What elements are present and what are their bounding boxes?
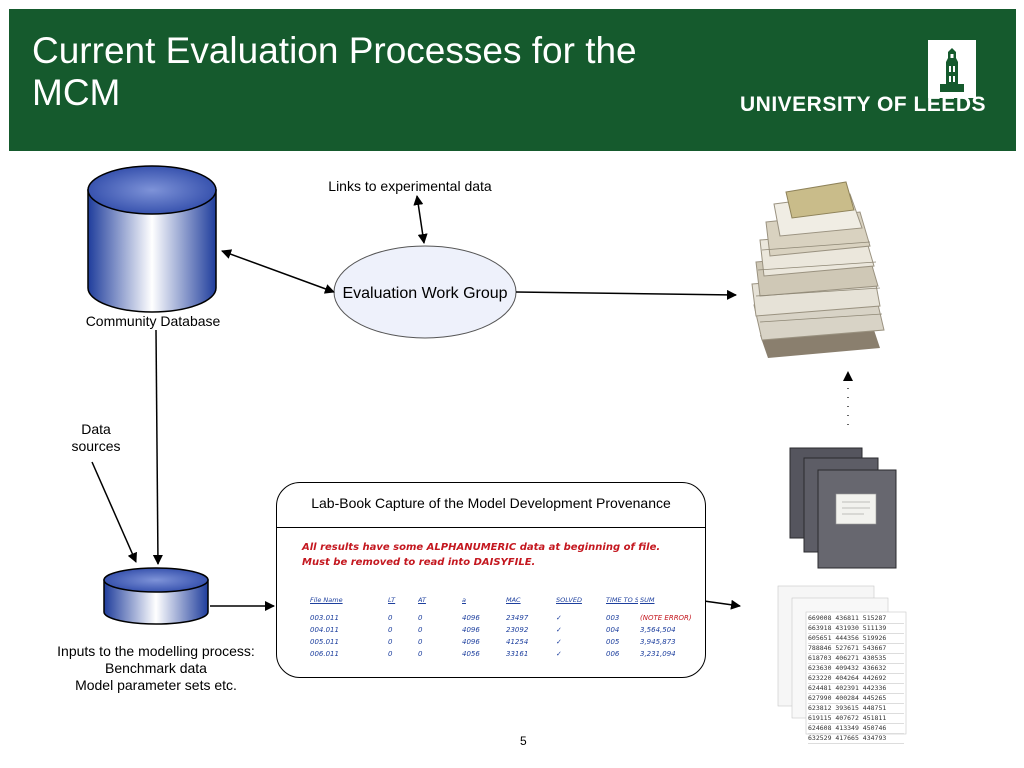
- notebook-cell: 0: [388, 650, 393, 658]
- printout-row: 623220 404264 442692: [808, 674, 904, 684]
- printout-row: 623812 393615 448751: [808, 704, 904, 714]
- notebook-cell: 4096: [462, 626, 480, 634]
- notebook-header-cell: SUM: [640, 596, 655, 604]
- community-database-icon: [87, 165, 217, 313]
- data-sources-label: Data sources: [71, 421, 121, 454]
- notebook-note: All results have some ALPHANUMERIC data …: [302, 542, 661, 568]
- printout-row: 788846 527671 543667: [808, 644, 904, 654]
- notebook-row: 004.011 0 0 4096 23092 ✓ 004 3,564,504: [310, 626, 690, 638]
- inputs-label-line-2: Benchmark data: [105, 660, 207, 676]
- printout-row: 624608 413349 450746: [808, 724, 904, 734]
- notebook-cell: 4056: [462, 650, 480, 658]
- notebook-cell: 0: [388, 638, 393, 646]
- notebook-cell: 33161: [506, 650, 529, 658]
- notebook-cell: 3,564,504: [640, 626, 676, 634]
- notebook-cell: 0: [418, 650, 423, 658]
- notebook-row: 005.011 0 0 4096 41254 ✓ 005 3,945,873: [310, 638, 690, 650]
- printout-row: 623630 409432 436632: [808, 664, 904, 674]
- notebook-cell: ✓: [556, 650, 562, 658]
- notebook-cell: 4096: [462, 638, 480, 646]
- notebook-cell: 0: [388, 614, 393, 622]
- paper-stack-image: [751, 181, 885, 358]
- notebook-cell: 0: [388, 626, 393, 634]
- inputs-database-icon: [103, 567, 209, 625]
- notebook-cell: 006.011: [310, 650, 339, 658]
- notebook-cell: 23497: [506, 614, 529, 622]
- page-number: 5: [520, 734, 527, 748]
- notebook-handwriting: All results have some ALPHANUMERIC data …: [290, 532, 692, 666]
- notebook-cell: 003: [606, 614, 620, 622]
- university-tower-icon: [928, 40, 976, 98]
- printout-row: 618703 406271 430535: [808, 654, 904, 664]
- printout-row: 605651 444356 519926: [808, 634, 904, 644]
- notebook-header-cell: MAC: [506, 596, 521, 604]
- printout-row: 669008 436811 515287: [808, 614, 904, 624]
- printout-row: 624481 402391 442336: [808, 684, 904, 694]
- printout-row: 663918 431930 511139: [808, 624, 904, 634]
- printout-row: 632529 417665 434793: [808, 734, 904, 744]
- notebook-cell: 004.011: [310, 626, 339, 634]
- inputs-label: Inputs to the modelling process: Benchma…: [40, 643, 272, 694]
- notebook-cell: 003.011: [310, 614, 339, 622]
- lab-notebooks-image: [789, 447, 897, 569]
- notebook-header-cell: File Name: [310, 596, 343, 604]
- labbook-divider: [277, 527, 705, 528]
- printout-row: 627990 400284 445265: [808, 694, 904, 704]
- university-logo-text: UNIVERSITY OF LEEDS: [740, 93, 986, 116]
- notebook-cell: ✓: [556, 626, 562, 634]
- notebook-cell: ✓: [556, 638, 562, 646]
- notebook-cell: 004: [606, 626, 620, 634]
- notebook-cell: 005: [606, 638, 620, 646]
- notebook-cell: (NOTE ERROR): [640, 614, 692, 622]
- printout-row: 619115 407672 451811: [808, 714, 904, 724]
- experimental-data-label: Links to experimental data: [328, 178, 492, 194]
- notebook-header-cell: SOLVED: [556, 596, 582, 604]
- labbook-panel: Lab-Book Capture of the Model Developmen…: [276, 482, 706, 678]
- notebook-cell: 3,231,094: [640, 650, 676, 658]
- notebook-cell: 005.011: [310, 638, 339, 646]
- community-database-label: Community Database: [85, 313, 221, 329]
- notebook-cell: 0: [418, 614, 423, 622]
- notebook-row: 006.011 0 0 4056 33161 ✓ 006 3,231,094: [310, 650, 690, 662]
- notebook-cell: 0: [418, 638, 423, 646]
- evaluation-work-group-label: Evaluation Work Group: [342, 284, 508, 302]
- notebook-cell: 0: [418, 626, 423, 634]
- inputs-label-line-1: Inputs to the modelling process:: [57, 643, 255, 659]
- inputs-label-line-3: Model parameter sets etc.: [75, 677, 237, 693]
- notebook-header-cell: TIME TO SOLVE: [606, 596, 638, 604]
- notebook-cell: 4096: [462, 614, 480, 622]
- labbook-title: Lab-Book Capture of the Model Developmen…: [311, 495, 671, 511]
- notebook-header-cell: LT: [388, 596, 396, 604]
- notebook-cell: 006: [606, 650, 620, 658]
- notebook-row: 003.011 0 0 4096 23497 ✓ 003 (NOTE ERROR): [310, 614, 692, 626]
- notebook-cell: 23092: [506, 626, 529, 634]
- notebook-cell: ✓: [556, 614, 562, 622]
- slide-title: Current Evaluation Processes for the MCM: [32, 30, 637, 113]
- notebook-cell: 41254: [506, 638, 529, 646]
- slide-header: [9, 9, 1016, 151]
- notebook-cell: 3,945,873: [640, 638, 676, 646]
- notebook-header-cell: AT: [418, 596, 426, 604]
- notebook-header-cell: a: [462, 596, 466, 604]
